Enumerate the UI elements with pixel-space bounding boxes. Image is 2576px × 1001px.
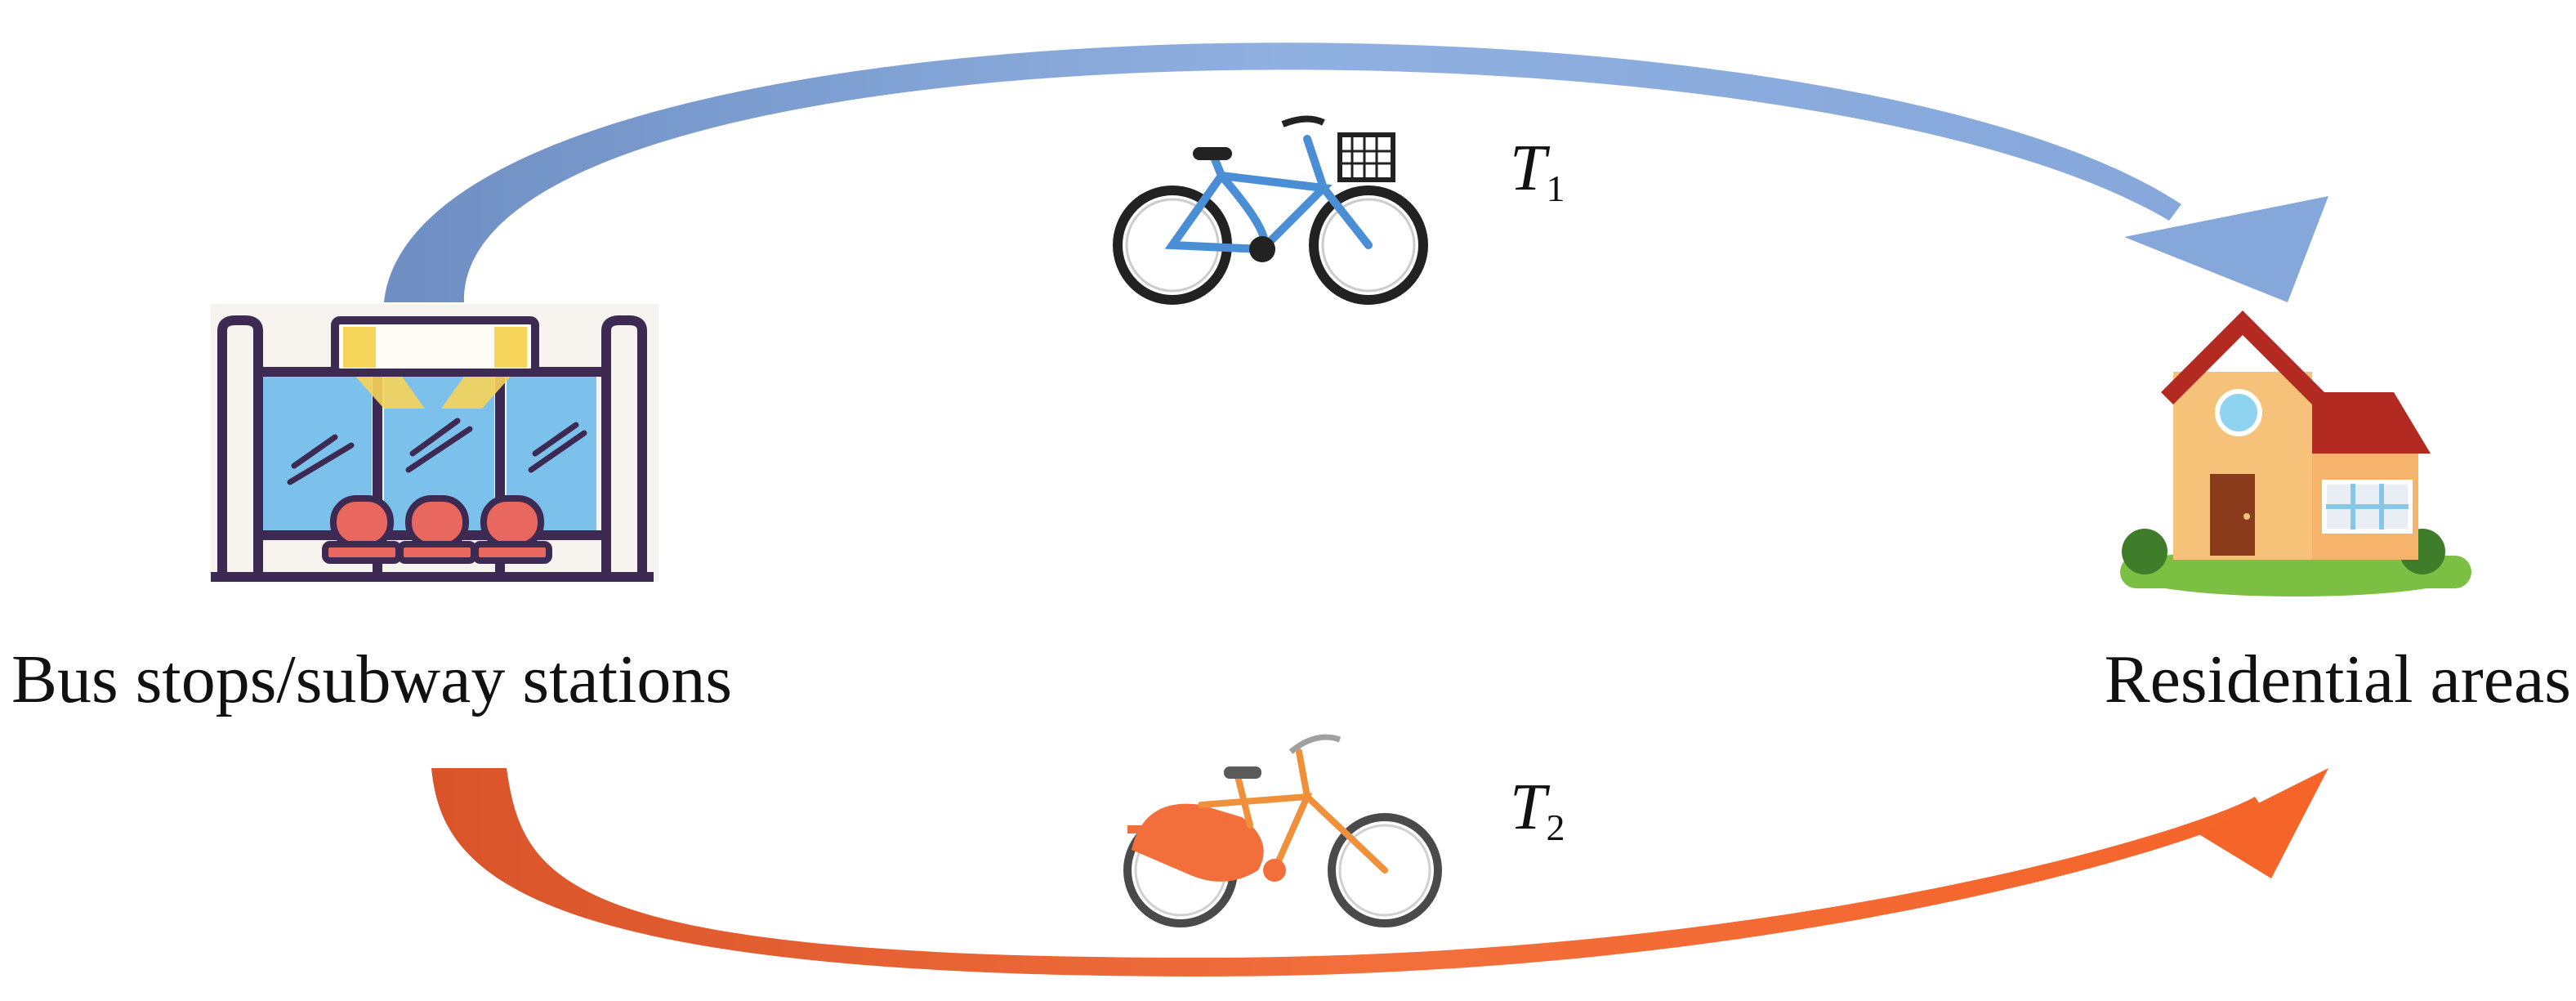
trip-time-subscript: 2 (1546, 807, 1565, 848)
lower-arrow (431, 768, 2328, 976)
upper-arrow (384, 42, 2328, 302)
trip-time-1: T1 (1510, 136, 1565, 208)
orange-bicycle-icon (1123, 734, 1442, 927)
trip-time-2: T2 (1510, 775, 1565, 847)
origin-label: Bus stops/subway stations (11, 641, 733, 717)
house-icon (2120, 311, 2471, 597)
bus-stop-shelter-icon (211, 304, 659, 582)
trip-time-symbol: T (1510, 132, 1547, 204)
destination-label: Residential areas (2104, 641, 2571, 717)
trip-time-subscript: 1 (1546, 168, 1565, 209)
trip-time-symbol: T (1510, 771, 1547, 843)
blue-bicycle-icon (1113, 115, 1428, 305)
